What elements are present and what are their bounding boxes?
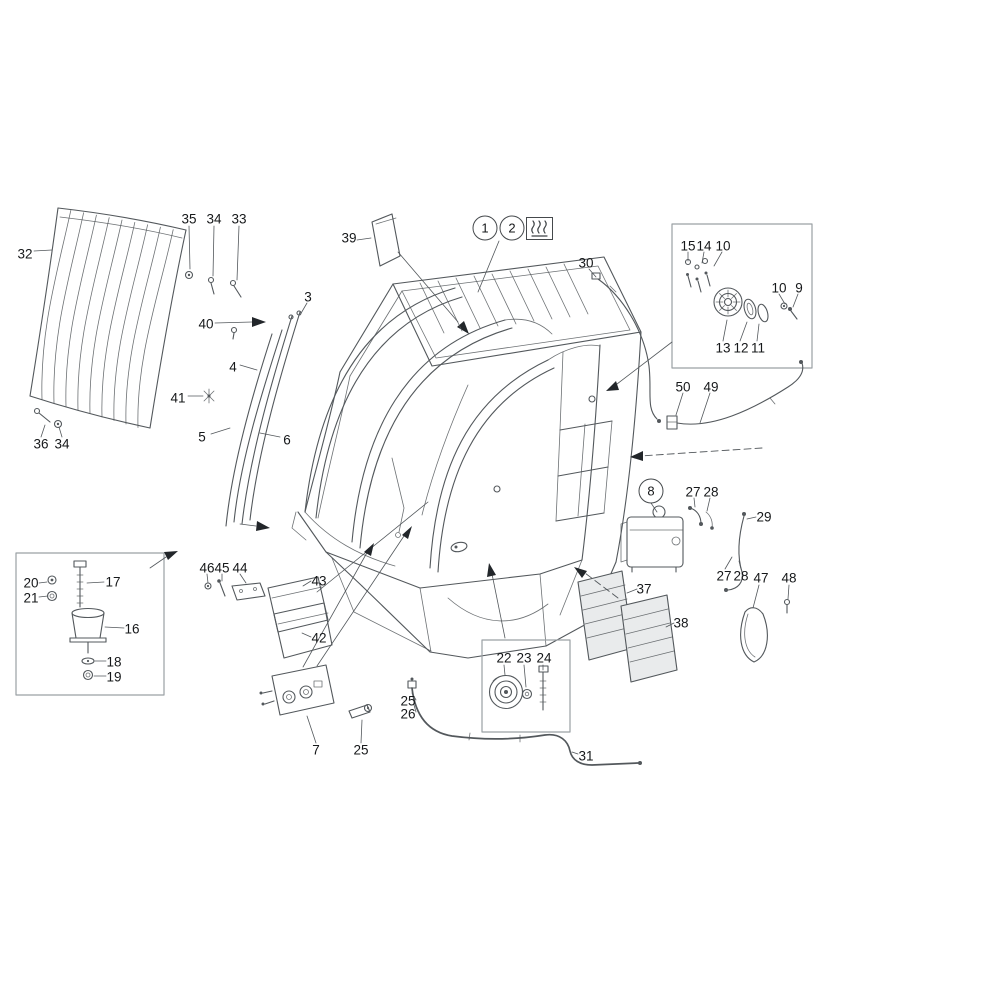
callout-19: 19 [106,669,122,685]
callout-29: 29 [756,509,772,525]
callout-49: 49 [703,379,719,395]
callout-32: 32 [17,246,33,262]
callout-7: 7 [312,742,320,758]
callout-31: 31 [578,748,594,764]
callout-5: 5 [198,429,206,445]
pulley-inset [481,563,571,733]
callout-17: 17 [105,574,121,590]
grille-fasteners [33,225,242,438]
callout-3: 3 [304,289,312,305]
callout-9: 9 [795,280,803,296]
grille-screen [29,207,187,429]
control-unit [259,526,412,744]
placement-arrow [630,451,643,461]
floor-mats [574,567,678,683]
callout-46: 46 [199,560,215,576]
callout-23: 23 [516,650,532,666]
callout-21: 21 [23,590,39,606]
callout-44: 44 [232,560,248,576]
callout-10: 10 [715,238,731,254]
cab-frame-drawing [291,256,642,659]
mirror-47-48 [740,584,791,663]
callout-37: 37 [636,581,652,597]
washer-tank [620,502,684,573]
callout-27: 27 [685,484,701,500]
hose-31 [407,677,642,766]
callout-22: 22 [496,650,512,666]
placement-arrow [487,563,496,577]
legend-leader [477,240,500,293]
callout-20: 20 [23,575,39,591]
callout-15: 15 [680,238,696,254]
placement-arrow [164,551,178,560]
callout-12: 12 [733,340,749,356]
wiper-arm [421,384,469,516]
callout-35: 35 [181,211,197,227]
callout-1: 1 [472,215,498,241]
callout-42: 42 [311,630,327,646]
callout-11: 11 [750,340,766,356]
bracket-44-45-46 [204,573,266,601]
placement-arrow [364,543,374,556]
placement-arrow [457,321,469,334]
callout-28: 28 [703,484,719,500]
cab-mount-inset [15,551,178,696]
callout-4: 4 [229,359,237,375]
callout-25-2: 25 [400,693,416,709]
callout-47: 47 [753,570,769,586]
callout-13: 13 [715,340,731,356]
callout-43: 43 [311,573,327,589]
callout-6: 6 [283,432,291,448]
placement-arrow [402,526,412,539]
corner-panel [356,213,469,334]
callout-36: 36 [33,436,49,452]
placement-arrow [606,381,619,391]
callout-38: 38 [673,615,689,631]
callout-18: 18 [106,654,122,670]
handle-25 [348,703,373,744]
callout-45: 45 [214,560,230,576]
fan-hub-inset [606,223,813,391]
callout-26: 26 [400,706,416,722]
roof-hatching [419,263,589,334]
callout-16: 16 [124,621,140,637]
placement-arrow [574,567,587,578]
callout-8: 8 [638,478,664,504]
callout-41: 41 [170,390,186,406]
callout-34-2: 34 [54,436,70,452]
callout-48: 48 [781,570,797,586]
wiring-27-28-29 [688,497,757,592]
callout-39: 39 [341,230,357,246]
pillar-trim-strips [187,302,308,531]
callout-34: 34 [206,211,222,227]
callout-40: 40 [198,316,214,332]
callout-28-2: 28 [733,568,749,584]
heater-icon [526,217,553,240]
callout-33: 33 [231,211,247,227]
callout-30: 30 [578,255,594,271]
placement-arrow [252,317,266,327]
callout-10-2: 10 [771,280,787,296]
cable-30 [588,268,661,423]
callout-27-2: 27 [716,568,732,584]
placement-arrow [256,521,270,531]
callout-25: 25 [353,742,369,758]
callout-24: 24 [536,650,552,666]
callout-50: 50 [675,379,691,395]
callout-2: 2 [499,215,525,241]
callout-14: 14 [696,238,712,254]
cable-49-50 [630,360,804,461]
